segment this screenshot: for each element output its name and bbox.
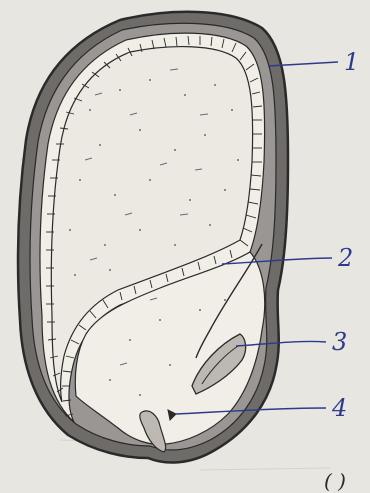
label-3: 3 bbox=[332, 328, 347, 356]
corner-mark: ( ) bbox=[324, 469, 346, 493]
label-2: 2 bbox=[337, 244, 353, 272]
label-1: 1 bbox=[344, 48, 359, 76]
label-4: 4 bbox=[331, 394, 347, 422]
